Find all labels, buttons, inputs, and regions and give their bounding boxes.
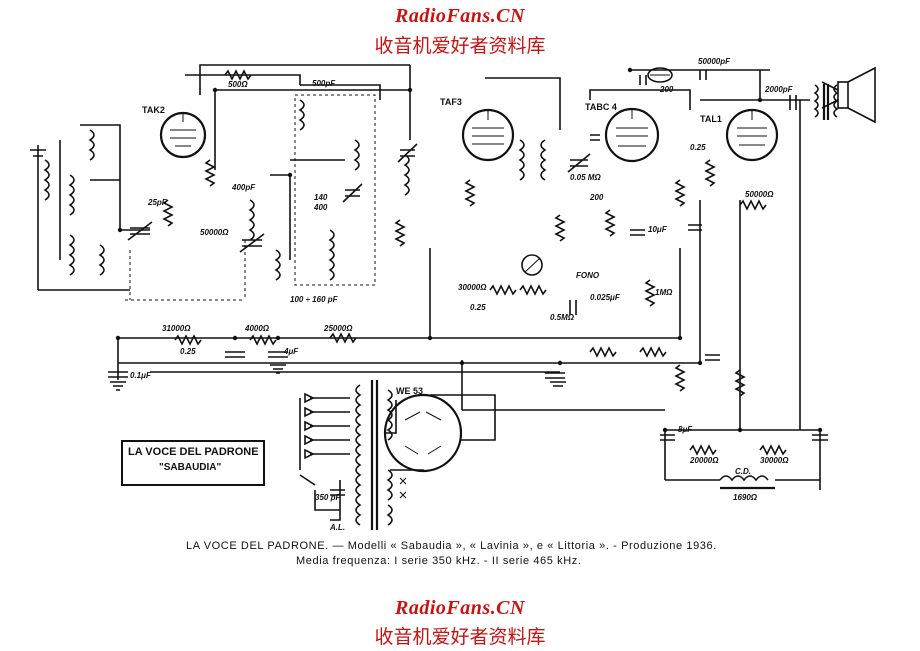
label-c-4uf: 4μF	[283, 347, 299, 356]
title-brand: LA VOCE DEL PADRONE	[128, 446, 259, 458]
label-c-10uf: 10μF	[648, 225, 668, 234]
label-al: A.L.	[329, 523, 345, 532]
label-r-4000: 4000Ω	[244, 324, 270, 333]
label-r-05m: 0.5MΩ	[550, 313, 575, 322]
tube-tal1: TAL1	[700, 108, 779, 162]
label-r-1m: 1MΩ	[655, 288, 673, 297]
output-transformer-icon	[813, 84, 839, 120]
resistors	[162, 69, 787, 456]
svg-text:TAL1: TAL1	[700, 114, 722, 124]
label-c-025: 0.25	[180, 347, 196, 356]
label-c-400: 400	[313, 203, 328, 212]
label-r-200: 200	[589, 193, 604, 202]
antenna-coils	[30, 124, 150, 291]
label-c-100-160pf: 100 ÷ 160 pF	[290, 295, 339, 304]
svg-text:TAK2: TAK2	[142, 105, 165, 115]
label-c-140: 140	[314, 193, 328, 202]
label-c-50000pf: 50000pF	[698, 57, 731, 66]
svg-text:TAF3: TAF3	[440, 97, 462, 107]
loudspeaker-icon	[821, 66, 876, 124]
tube-tabc4: TABC 4	[585, 102, 660, 163]
tuning-indicator-icon	[521, 254, 543, 276]
label-c-01uf: 0.1μF	[130, 371, 152, 380]
main-rails	[117, 100, 821, 490]
tube-taf3: TAF3	[440, 97, 515, 162]
capacitors	[108, 70, 828, 496]
if-coils	[248, 99, 547, 281]
label-r-200-b: 200	[659, 85, 674, 94]
svg-text:TABC 4: TABC 4	[585, 102, 617, 112]
label-r-31000: 31000Ω	[162, 324, 191, 333]
choke-cd	[719, 475, 775, 490]
caption-models: LA VOCE DEL PADRONE. — Modelli « Sabaudi…	[186, 540, 717, 552]
voltage-selector	[299, 392, 407, 521]
caption-if-frequency: Media frequenza: I serie 350 kHz. - II s…	[296, 555, 582, 567]
watermark-subtitle-bottom: 收音机爱好者资料库	[374, 626, 546, 648]
watermark-brand-top: RadioFans.CN	[395, 5, 525, 27]
label-c-2000pf: 2000pF	[764, 85, 794, 94]
label-c-400pf: 400pF	[231, 183, 256, 192]
pilot-lamp-icon	[647, 67, 673, 83]
variable-capacitors	[127, 143, 591, 253]
label-fono: FONO	[576, 271, 600, 280]
label-r-005m: 0.05 MΩ	[570, 173, 601, 182]
label-c-025-c: 0.25	[690, 143, 706, 152]
svg-text:WE 53: WE 53	[396, 386, 423, 396]
component-labels: 500Ω 500pF 400pF 25pF 50000Ω 140 400 100…	[130, 57, 794, 532]
top-bus	[185, 64, 810, 170]
label-r-30000-b: 30000Ω	[760, 456, 789, 465]
tube-tak2: TAK2	[142, 105, 207, 159]
label-choke-cd: C.D.	[735, 467, 751, 476]
label-r-25000: 25000Ω	[323, 324, 353, 333]
label-r-500: 500Ω	[228, 80, 248, 89]
label-c-500pf: 500pF	[312, 79, 336, 88]
label-r-20000: 20000Ω	[689, 456, 719, 465]
label-c-8uf: 8μF	[678, 425, 693, 434]
ground-symbols	[110, 364, 566, 391]
label-r-50000-b: 50000Ω	[745, 190, 774, 199]
title-model: "SABAUDIA"	[159, 462, 222, 473]
power-transformer	[355, 380, 496, 530]
label-r-50000: 50000Ω	[200, 228, 229, 237]
junction-dots	[115, 67, 823, 433]
label-r-1690: 1690Ω	[733, 493, 758, 502]
label-r-30000: 30000Ω	[458, 283, 487, 292]
watermark-subtitle-top: 收音机爱好者资料库	[374, 35, 546, 57]
switch-linkage	[125, 94, 376, 301]
model-title-box: LA VOCE DEL PADRONE "SABAUDIA"	[121, 440, 265, 486]
label-c-25pf: 25pF	[147, 198, 168, 207]
label-c-350pf: 350 pF	[315, 493, 341, 502]
watermark-brand-bottom: RadioFans.CN	[395, 597, 525, 619]
label-c-0025uf: 0.025μF	[590, 293, 621, 302]
label-c-025-b: 0.25	[470, 303, 486, 312]
